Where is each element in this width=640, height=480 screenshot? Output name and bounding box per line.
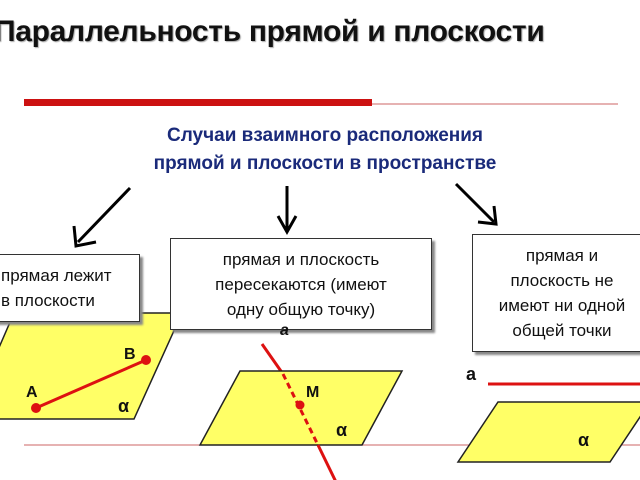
case-3-line-3: имеют ни одной — [498, 296, 626, 315]
arrow-right — [454, 182, 498, 226]
label-alpha-middle: α — [336, 420, 348, 440]
arrow-middle — [276, 186, 298, 236]
point-b-dot — [141, 355, 151, 365]
page-title: Параллельность прямой и плоскости — [0, 15, 545, 48]
subtitle-line-1: Случаи взаимного расположения — [166, 125, 484, 146]
case-3-line-1: прямая и — [525, 246, 599, 265]
point-a-dot — [31, 403, 41, 413]
line-a-upper — [260, 343, 285, 375]
label-point-a: A — [26, 384, 38, 401]
label-alpha-left: α — [118, 396, 130, 416]
label-point-b: B — [124, 346, 136, 363]
line-a-lower — [316, 444, 337, 480]
arrow-left — [72, 186, 132, 248]
label-point-m: M — [306, 384, 320, 401]
line-a-dashed — [281, 373, 320, 446]
case-3-line-4: общей точки — [512, 321, 612, 340]
label-line-a-middle: a — [280, 322, 289, 339]
plane-left — [0, 312, 184, 420]
plane-right — [456, 401, 640, 463]
subtitle: Случаи взаимного расположения прямой и п… — [100, 122, 550, 178]
label-line-a-right: a — [466, 364, 477, 384]
case-1-line-2: в плоскости — [1, 291, 95, 310]
case-box-lies-in-plane: прямая лежит в плоскости — [0, 254, 140, 322]
case-box-parallel: прямая и плоскость не имеют ни одной общ… — [472, 234, 640, 352]
case-box-intersect: прямая и плоскость пересекаются (имеют о… — [170, 238, 432, 330]
label-alpha-right: α — [578, 430, 590, 450]
segment-ab — [35, 358, 147, 410]
subtitle-line-2: прямой и плоскости в пространстве — [153, 153, 497, 174]
case-3-line-2: плоскость не — [510, 271, 614, 290]
case-1-line-1: прямая лежит — [1, 266, 112, 285]
case-2-line-2: пересекаются (имеют — [215, 274, 387, 294]
case-2-line-3: одну общую точку) — [226, 299, 376, 319]
title-underline-bar — [24, 99, 372, 106]
point-m-dot — [295, 400, 305, 410]
case-2-line-1: прямая и плоскость — [222, 249, 380, 269]
